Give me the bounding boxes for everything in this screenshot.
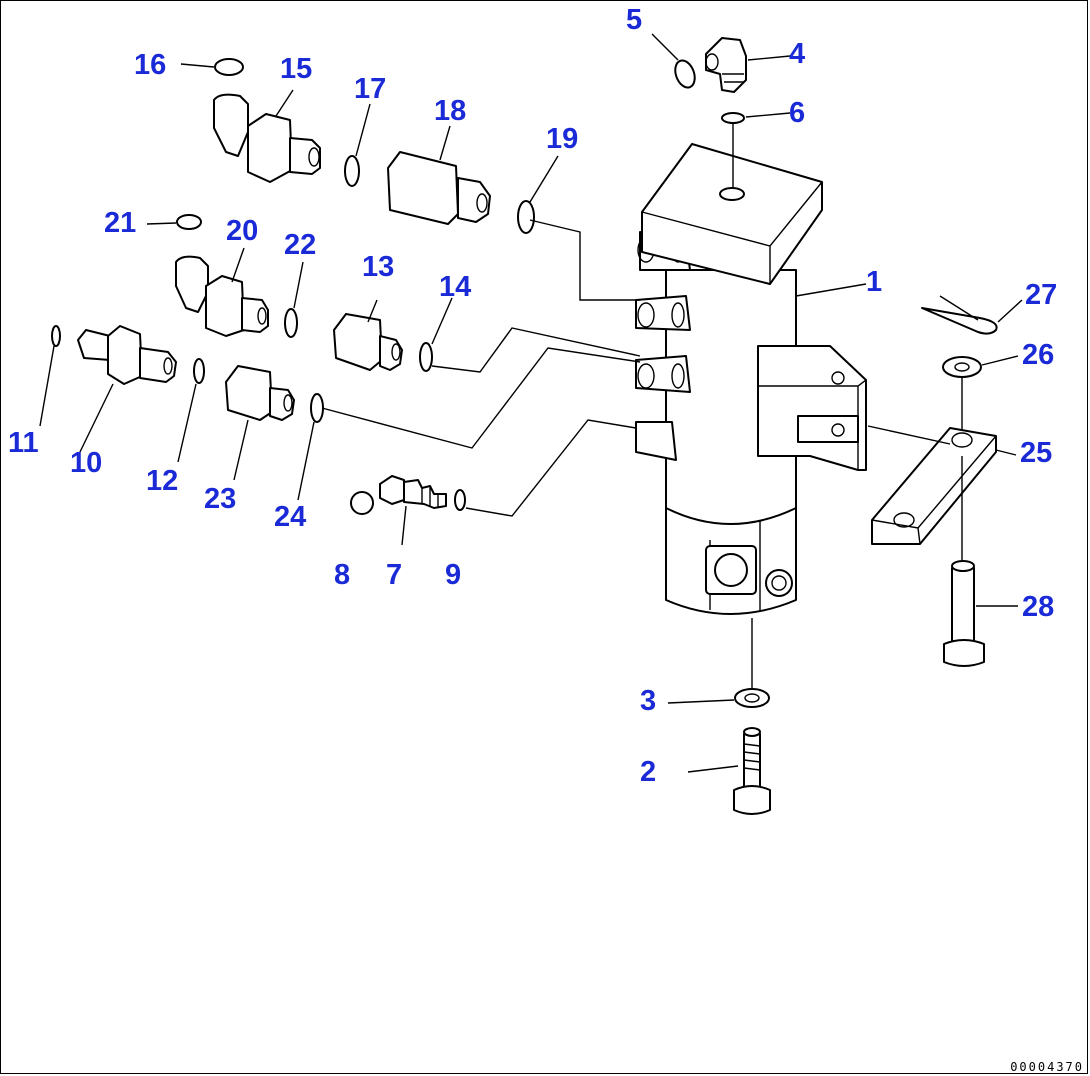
adapter-13	[333, 313, 403, 371]
o-ring-12	[193, 358, 205, 384]
elbow-fitting-4	[705, 37, 747, 93]
callout-15: 15	[280, 53, 312, 85]
o-ring-14	[419, 342, 433, 372]
callout-9: 9	[445, 559, 461, 591]
callout-10: 10	[70, 447, 102, 479]
callout-1: 1	[866, 266, 882, 298]
callout-19: 19	[546, 123, 578, 155]
callout-6: 6	[789, 97, 805, 129]
plate-25	[871, 427, 997, 545]
o-ring-21	[176, 214, 202, 230]
bolt-2	[733, 727, 771, 815]
callout-21: 21	[104, 207, 136, 239]
callout-4: 4	[789, 38, 805, 70]
callout-16: 16	[134, 49, 166, 81]
adapter-10	[77, 325, 177, 385]
callout-3: 3	[640, 685, 656, 717]
callout-14: 14	[439, 271, 471, 303]
callout-20: 20	[226, 215, 258, 247]
callout-22: 22	[284, 229, 316, 261]
adapter-23	[225, 365, 295, 421]
callout-labels: 1 2 3 4 5 6 7 8 9 10 11 12 13 14 15 16 1…	[8, 4, 1057, 788]
washer-3	[734, 688, 770, 708]
o-ring-6	[721, 112, 745, 124]
o-ring-17	[344, 155, 360, 187]
callout-27: 27	[1025, 279, 1057, 311]
callout-24: 24	[274, 501, 306, 533]
callout-8: 8	[334, 559, 350, 591]
o-ring-11	[51, 325, 61, 347]
o-ring-16	[214, 58, 244, 76]
adapter-18	[387, 151, 491, 225]
callout-12: 12	[146, 465, 178, 497]
o-ring-9	[454, 489, 466, 511]
washer-26	[942, 356, 982, 378]
callout-18: 18	[434, 95, 466, 127]
cap-8	[350, 491, 374, 515]
callout-28: 28	[1022, 591, 1054, 623]
callout-5: 5	[626, 4, 642, 36]
o-ring-24	[310, 393, 324, 423]
o-ring-19	[517, 200, 535, 234]
callout-25: 25	[1020, 437, 1052, 469]
cotter-pin-27	[921, 295, 998, 335]
fitting-7	[379, 475, 447, 509]
o-ring-22	[284, 308, 298, 338]
drawing-code: 00004370	[1010, 1060, 1084, 1074]
pin-28	[943, 560, 985, 667]
callout-17: 17	[354, 73, 386, 105]
callout-23: 23	[204, 483, 236, 515]
callout-13: 13	[362, 251, 394, 283]
callout-26: 26	[1022, 339, 1054, 371]
leader-lines	[39, 33, 1023, 773]
elbow-adapter-15	[213, 93, 321, 183]
callout-2: 2	[640, 756, 656, 788]
o-ring-5	[674, 59, 696, 89]
elbow-adapter-20	[175, 255, 269, 337]
swivel-joint-body	[635, 143, 867, 615]
callout-11: 11	[8, 427, 39, 459]
callout-7: 7	[386, 559, 402, 591]
